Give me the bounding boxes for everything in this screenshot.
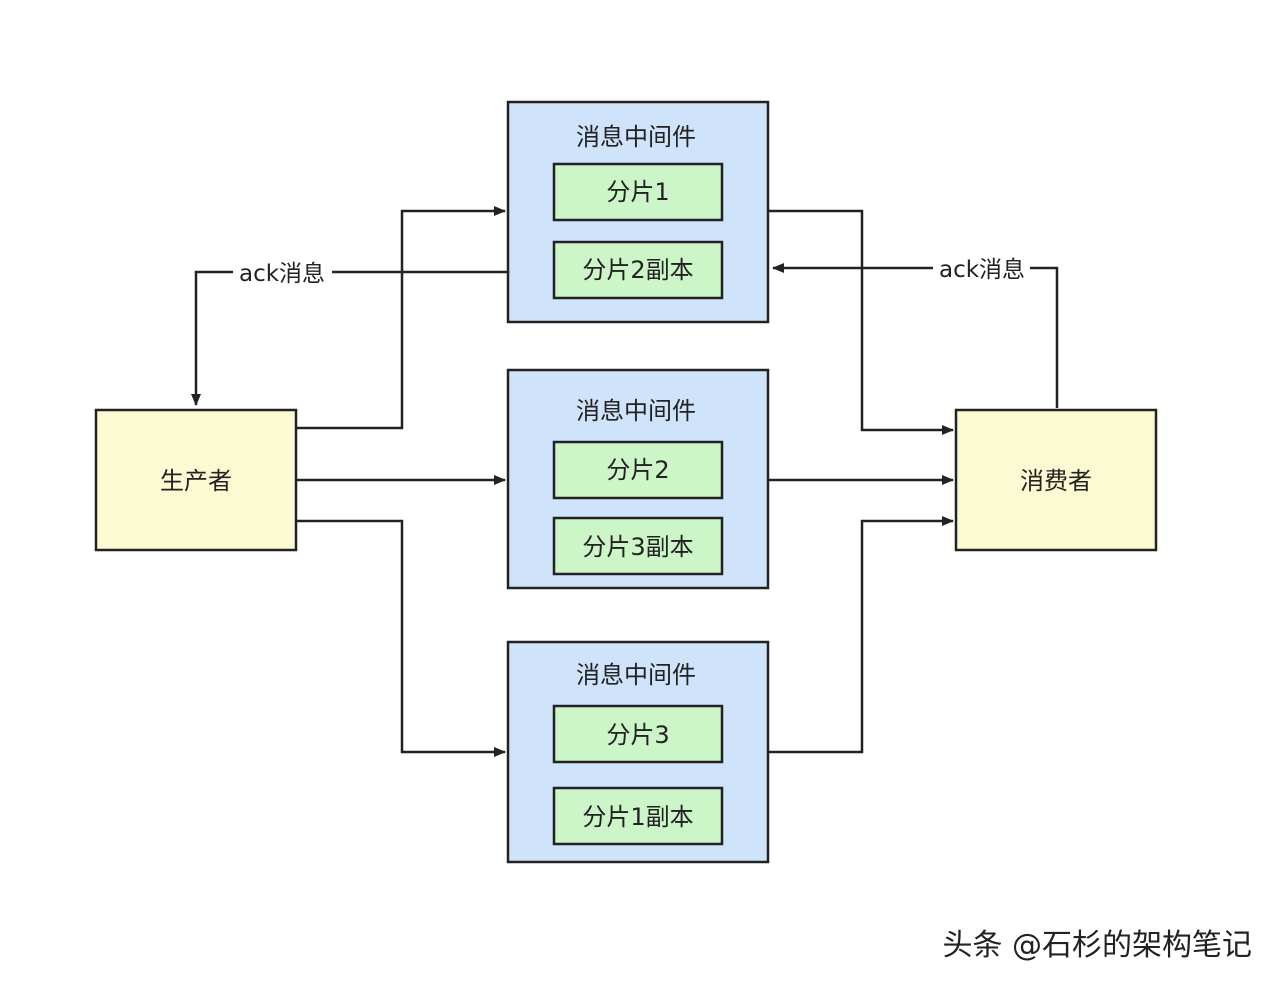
ack-label-producer: ack消息 — [239, 261, 325, 287]
broker-2-title: 消息中间件 — [576, 397, 696, 425]
consumer-label: 消费者 — [1020, 467, 1092, 495]
edge-producer-to-broker-1 — [296, 206, 506, 430]
ack-label-broker: ack消息 — [939, 257, 1025, 283]
broker-3-shard-replica: 分片1副本 — [552, 786, 724, 846]
producer-node: 生产者 — [94, 408, 298, 552]
broker-3: 消息中间件 分片3 分片1副本 — [506, 640, 770, 864]
shard-label: 分片2 — [606, 456, 669, 484]
broker-1-shard-primary: 分片1 — [552, 162, 724, 222]
broker-1-title: 消息中间件 — [576, 123, 696, 151]
edge-broker-1-to-consumer — [768, 209, 954, 435]
broker-2-shard-replica: 分片3副本 — [552, 516, 724, 576]
edge-producer-to-broker-3 — [296, 519, 506, 757]
producer-label: 生产者 — [160, 467, 232, 495]
shard-label: 分片1副本 — [582, 803, 693, 831]
broker-1: 消息中间件 分片1 分片2副本 — [506, 100, 770, 324]
shard-label: 分片3副本 — [582, 533, 693, 561]
broker-3-shard-primary: 分片3 — [552, 704, 724, 764]
edge-broker-3-to-consumer — [768, 516, 954, 754]
broker-1-shard-replica: 分片2副本 — [552, 240, 724, 300]
consumer-node: 消费者 — [954, 408, 1158, 552]
broker-2: 消息中间件 分片2 分片3副本 — [506, 368, 770, 590]
broker-2-shard-primary: 分片2 — [552, 440, 724, 500]
shard-label: 分片1 — [606, 178, 669, 206]
connectors — [196, 206, 1059, 757]
watermark: 头条 @石杉的架构笔记 — [942, 928, 1252, 963]
shard-label: 分片3 — [606, 721, 669, 749]
broker-3-title: 消息中间件 — [576, 661, 696, 689]
edge-ack-to-producer — [196, 270, 507, 405]
shard-label: 分片2副本 — [582, 256, 693, 284]
edge-ack-to-broker — [773, 268, 1059, 408]
